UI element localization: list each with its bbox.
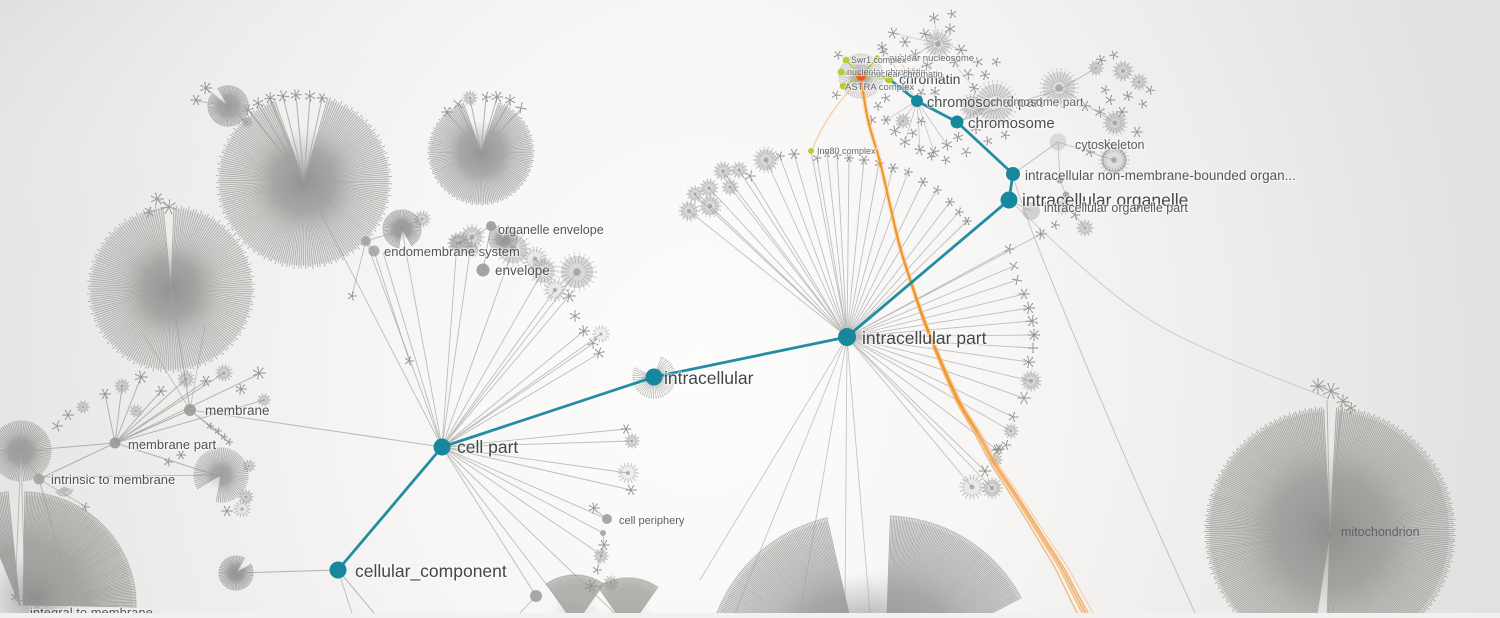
svg-text:intracellular: intracellular	[664, 368, 754, 388]
svg-text:intrinsic to membrane: intrinsic to membrane	[51, 472, 175, 487]
svg-text:integral to membrane: integral to membrane	[30, 605, 153, 613]
svg-text:cell periphery: cell periphery	[619, 515, 685, 527]
svg-text:intracellular organelle part: intracellular organelle part	[1044, 201, 1188, 215]
svg-text:intracellular organelle: intracellular organelle	[1022, 190, 1188, 210]
svg-text:chromosomal part: chromosomal part	[927, 95, 1043, 111]
svg-text:membrane: membrane	[205, 403, 270, 418]
svg-text:mitochondrion: mitochondrion	[1341, 525, 1420, 539]
svg-text:membrane part: membrane part	[128, 437, 217, 452]
svg-text:cytoskeleton: cytoskeleton	[1075, 138, 1145, 152]
svg-text:nucleolar chromatin: nucleolar chromatin	[847, 67, 926, 77]
svg-text:envelope: envelope	[495, 263, 550, 278]
svg-text:endomembrane system: endomembrane system	[384, 244, 520, 259]
svg-text:ASTRA complex: ASTRA complex	[845, 82, 914, 93]
svg-text:nuclear nucleosome: nuclear nucleosome	[889, 53, 974, 64]
svg-text:chromosome: chromosome	[968, 115, 1055, 132]
svg-text:intracellular non-membrane-bou: intracellular non-membrane-bounded organ…	[1025, 168, 1296, 183]
svg-text:Swr1 complex: Swr1 complex	[851, 55, 907, 65]
svg-text:chromosome part: chromosome part	[990, 95, 1084, 109]
svg-text:Ino80 complex: Ino80 complex	[817, 146, 876, 156]
svg-text:intracellular part: intracellular part	[862, 328, 987, 348]
svg-text:cellular_component: cellular_component	[355, 561, 507, 582]
svg-text:organelle envelope: organelle envelope	[498, 223, 604, 237]
svg-text:chromatin: chromatin	[899, 71, 960, 87]
svg-text:cell part: cell part	[457, 437, 518, 457]
svg-text:nuclear chromatin: nuclear chromatin	[871, 69, 943, 79]
